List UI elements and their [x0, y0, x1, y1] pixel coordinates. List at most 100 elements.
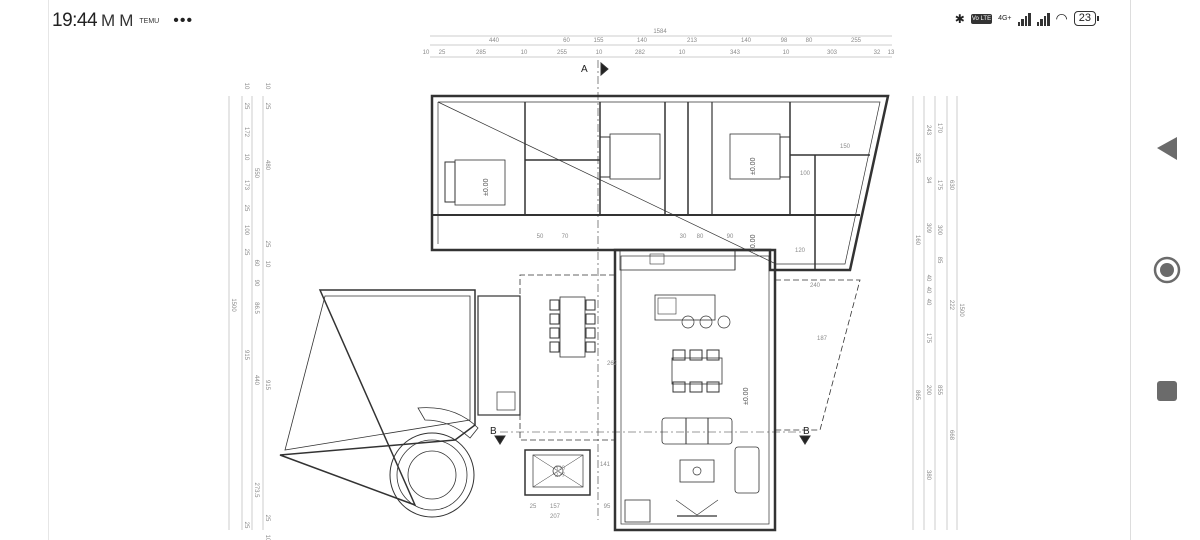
dimension-label: 255	[557, 50, 568, 56]
dimension-label: 25	[530, 504, 537, 510]
dimension-label: 60	[563, 38, 570, 44]
dimension-label: 34	[925, 177, 931, 184]
more-notifications-icon: •••	[173, 12, 194, 29]
dimension-label: 855	[936, 385, 942, 396]
level-mark: ±0.00	[483, 178, 490, 196]
dimension-label: 100	[800, 171, 811, 177]
dimension-lines	[228, 35, 958, 530]
dimension-label: 95	[604, 504, 611, 510]
dimension-label: 175	[925, 333, 931, 344]
section-b-right-label: B	[803, 426, 810, 437]
dimension-label: 25	[439, 50, 446, 56]
dimension-label: 1500	[958, 303, 964, 317]
dimension-label: 865	[914, 390, 920, 401]
dimension-label: 10	[679, 50, 686, 56]
dimension-label: 172	[243, 127, 249, 138]
dimension-label: 10	[243, 83, 249, 90]
dimension-label: 10	[264, 261, 270, 268]
dimension-label: 25	[264, 241, 270, 248]
dimension-label: 40	[925, 287, 931, 294]
dimension-label: 140	[637, 38, 648, 44]
dimension-label: 25	[243, 205, 249, 212]
dimension-label: 550	[253, 168, 259, 179]
dimension-label: 25	[243, 249, 249, 256]
dimension-label: 25	[243, 522, 249, 529]
signal-2-icon	[1036, 12, 1050, 26]
dimension-label: 222	[948, 300, 954, 311]
dimension-label: 255	[851, 38, 862, 44]
dimension-label: 187	[817, 336, 828, 342]
dimension-label: 440	[489, 38, 500, 44]
dimension-label: 173	[243, 180, 249, 191]
bluetooth-icon: ✱	[954, 11, 965, 26]
dimension-label: 343	[730, 50, 741, 56]
dimension-label: 310	[555, 466, 566, 472]
dimension-label: 915	[264, 380, 270, 391]
dimension-label: 240	[810, 283, 821, 289]
dimension-label: 285	[476, 50, 487, 56]
section-a-label: A	[581, 64, 588, 75]
dimension-label: 40	[925, 275, 931, 282]
recents-button[interactable]	[1157, 381, 1177, 401]
dimension-label: 10	[423, 50, 430, 56]
dimension-label: 277	[555, 473, 566, 479]
dimension-label: 60	[253, 260, 259, 267]
dimension-label: 1500	[230, 298, 236, 312]
dimension-label: 200	[925, 385, 931, 396]
temu-icon: TEMU	[139, 17, 160, 25]
dimension-label: 150	[840, 144, 851, 150]
status-bar-left: 19:44 M M TEMU •••	[52, 8, 1100, 34]
home-button[interactable]	[1153, 256, 1181, 284]
clock: 19:44	[52, 10, 98, 31]
status-bar-right: ✱ Vo LTE 4G+ ◠ 23	[954, 10, 1100, 27]
dimension-label: 157	[550, 504, 561, 510]
dimension-label: 90	[727, 234, 734, 240]
dimension-label: 13	[888, 50, 895, 56]
dimension-label: 10	[243, 154, 249, 161]
dimension-label: 355	[914, 153, 920, 164]
dimension-label: 207	[550, 514, 561, 520]
dimension-label: 10	[596, 50, 603, 56]
dimension-label: 630	[948, 180, 954, 191]
dimension-label: 80	[697, 234, 704, 240]
back-button[interactable]	[1157, 137, 1177, 160]
dimension-label: 70	[562, 234, 569, 240]
dimension-label: 25	[264, 103, 270, 110]
dimension-label: 668	[948, 430, 954, 441]
dimension-label: 30	[680, 234, 687, 240]
network-type: 4G+	[998, 15, 1012, 22]
battery-icon: 23	[1073, 11, 1100, 26]
dimension-label: 141	[600, 462, 611, 468]
level-mark: ±0.00	[750, 157, 757, 175]
dimension-label: 50	[537, 234, 544, 240]
dimension-label: 303	[827, 50, 838, 56]
dimension-label: 262	[607, 361, 618, 367]
dimension-label: 32	[874, 50, 881, 56]
dimension-label: 282	[635, 50, 646, 56]
dimension-label: 380	[925, 470, 931, 481]
dimension-label: 915	[243, 350, 249, 361]
dimension-label: 80	[806, 38, 813, 44]
gmail-icon: M	[101, 11, 116, 30]
dimension-label: 86.5	[253, 302, 259, 314]
dimension-label: 120	[795, 248, 806, 254]
walls	[279, 60, 890, 532]
dimension-label: 40	[925, 299, 931, 306]
wifi-icon: ◠	[1055, 10, 1068, 26]
dimension-label: 160	[914, 235, 920, 246]
dimension-label: 10	[783, 50, 790, 56]
dimension-label: 175	[936, 180, 942, 191]
dimension-label: 155	[593, 38, 604, 44]
level-mark: ±0.00	[743, 387, 750, 405]
dimension-label: 10	[264, 535, 270, 540]
dimension-label: 480	[264, 160, 270, 171]
dimension-label: 10	[521, 50, 528, 56]
dimension-label: 100	[243, 225, 249, 236]
gmail-outline-icon: M	[119, 11, 134, 30]
dimension-label: 300	[936, 225, 942, 236]
signal-icon	[1017, 12, 1031, 26]
dimension-label: 440	[253, 375, 259, 386]
dimension-label: 90	[253, 280, 259, 287]
